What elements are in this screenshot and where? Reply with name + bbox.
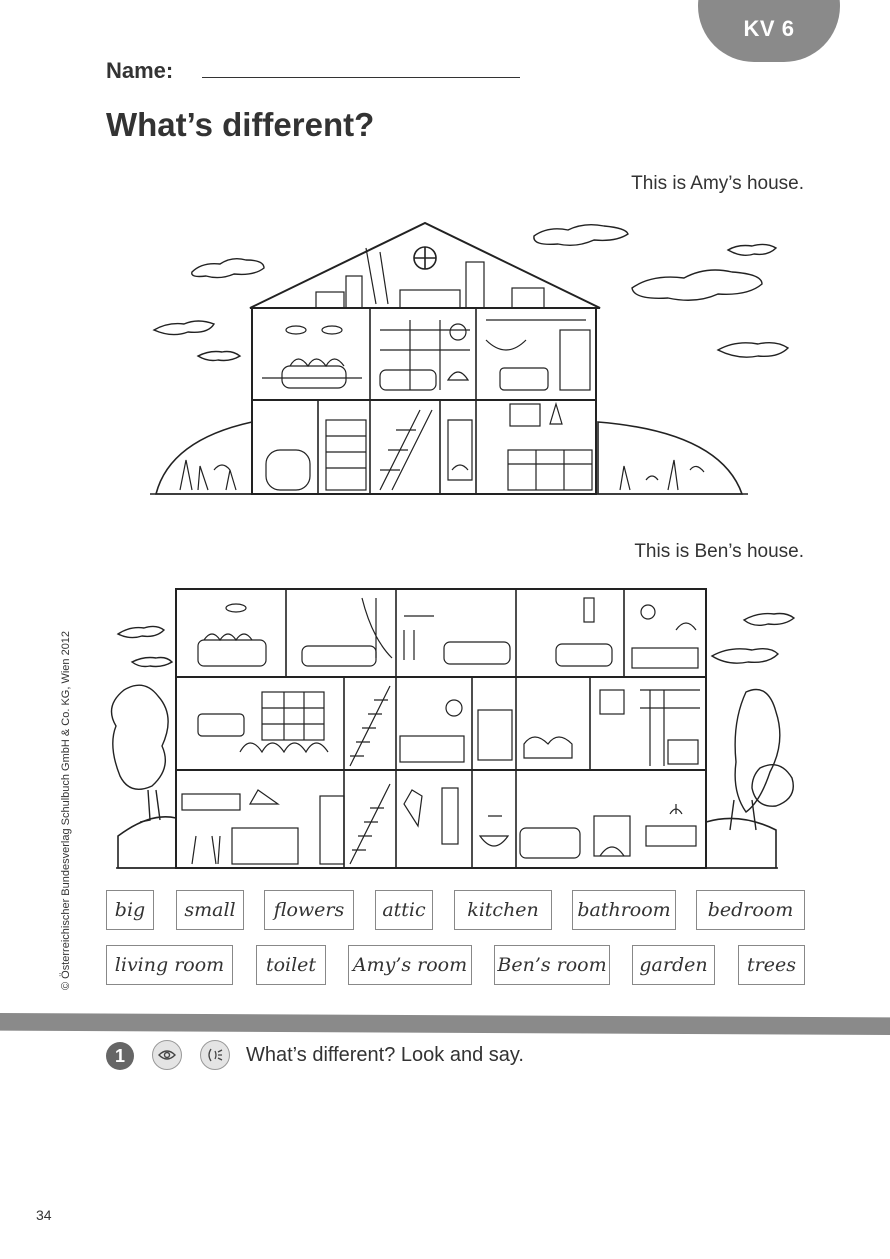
word-card-garden[interactable]: garden [632, 945, 715, 985]
word-card-amys-room[interactable]: Amy’s room [348, 945, 472, 985]
word-card-trees[interactable]: trees [738, 945, 805, 985]
task-number: 1 [106, 1042, 134, 1070]
amy-house-caption: This is Amy’s house. [631, 173, 804, 194]
divider-band [0, 1013, 890, 1035]
word-card-small[interactable]: small [176, 890, 244, 930]
word-card-big[interactable]: big [106, 890, 154, 930]
name-label: Name: [106, 58, 174, 83]
cloud-icon [152, 223, 790, 362]
page-number: 34 [36, 1207, 52, 1223]
garden-hill [154, 421, 253, 495]
copyright-notice: © Österreichischer Bundesverlag Schulbuc… [60, 630, 72, 990]
page-title: What’s different? [106, 106, 375, 143]
word-card-bathroom[interactable]: bathroom [572, 890, 676, 930]
word-card-living-room[interactable]: living room [106, 945, 233, 985]
word-card-flowers[interactable]: flowers [264, 890, 354, 930]
word-card-kitchen[interactable]: kitchen [454, 890, 552, 930]
speaking-face-icon [200, 1040, 230, 1070]
ben-house-illustration [110, 588, 796, 869]
trees [110, 684, 794, 831]
word-card-attic[interactable]: attic [375, 890, 433, 930]
amy-house-illustration [150, 221, 790, 495]
kv-tab [698, 0, 840, 62]
word-card-toilet[interactable]: toilet [256, 945, 326, 985]
eye-icon [152, 1040, 182, 1070]
word-card-bedroom[interactable]: bedroom [696, 890, 805, 930]
ben-house-caption: This is Ben’s house. [634, 541, 804, 562]
kv-label: KV 6 [743, 16, 795, 41]
task-instruction: What’s different? Look and say. [246, 1044, 524, 1066]
name-line[interactable] [202, 77, 520, 78]
ben-house-body [175, 588, 707, 869]
word-card-bens-room[interactable]: Ben’s room [494, 945, 610, 985]
